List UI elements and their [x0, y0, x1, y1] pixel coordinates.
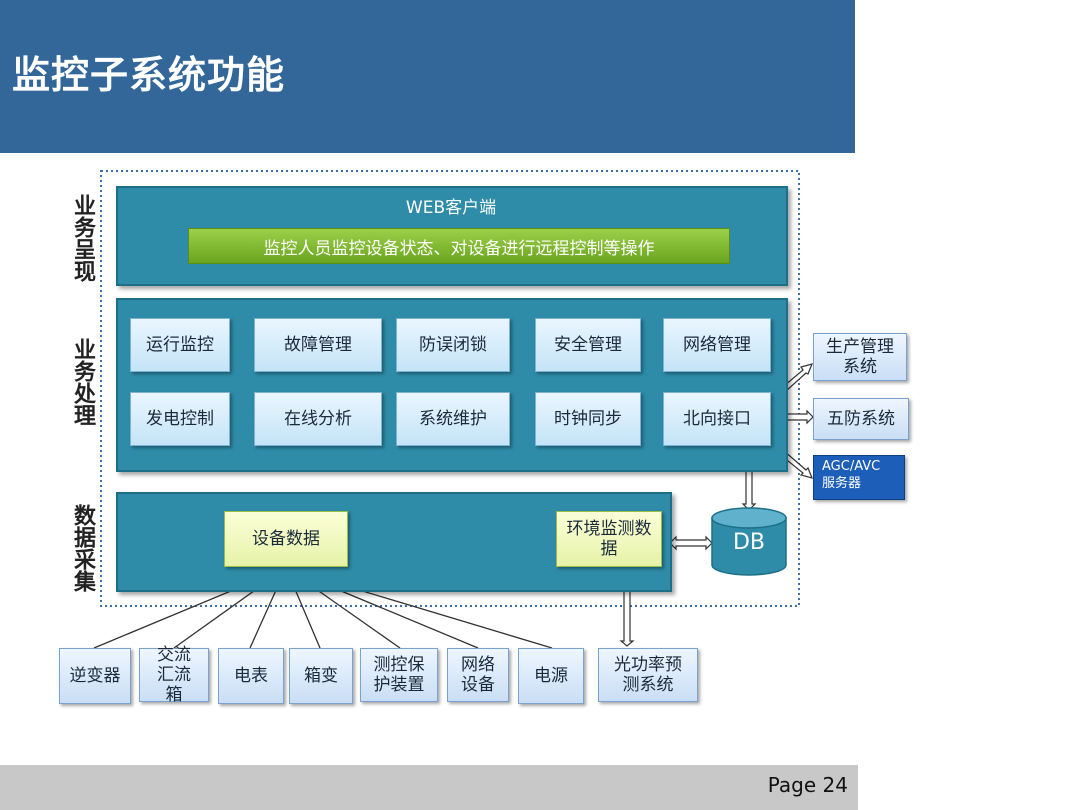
- footer-bar: Page 24: [0, 765, 858, 810]
- device-box: 电表: [218, 648, 284, 704]
- function-box: 安全管理: [535, 318, 641, 372]
- outer-frame: [100, 170, 800, 607]
- db-label: DB: [732, 530, 766, 555]
- device-box: 箱变: [289, 648, 353, 704]
- device-box: 测控保护装置: [360, 648, 438, 702]
- function-box: 在线分析: [254, 392, 382, 446]
- layer-label-processing: 业务处理: [70, 338, 95, 426]
- function-box: 时钟同步: [535, 392, 641, 446]
- function-box: 防误闭锁: [396, 318, 510, 372]
- function-box: 系统维护: [396, 392, 510, 446]
- function-box: 发电控制: [130, 392, 230, 446]
- agc-avc-server: AGC/AVC 服务器: [813, 455, 905, 500]
- page-number: Page 24: [767, 773, 848, 797]
- function-box: 运行监控: [130, 318, 230, 372]
- device-box: 网络设备: [447, 648, 509, 702]
- web-client-label: WEB客户端: [405, 198, 497, 218]
- device-data-box: 设备数据: [224, 511, 348, 567]
- five-defense-system: 五防系统: [813, 398, 909, 440]
- page-title: 监控子系统功能: [12, 53, 286, 97]
- device-box: 电源: [518, 648, 584, 704]
- device-box: 逆变器: [59, 648, 131, 704]
- power-forecast-system: 光功率预测系统: [598, 648, 698, 702]
- db-cylinder: [711, 507, 787, 576]
- env-monitor-data-box: 环境监测数据: [556, 511, 662, 567]
- title-bar: 监控子系统功能: [0, 0, 855, 153]
- web-client-description: 监控人员监控设备状态、对设备进行远程控制等操作: [188, 228, 730, 264]
- production-management-system: 生产管理系统: [813, 333, 907, 381]
- layer-label-collection: 数据采集: [70, 504, 95, 592]
- function-box: 网络管理: [663, 318, 771, 372]
- agc-server-label: 服务器: [822, 476, 862, 491]
- agc-label: AGC/AVC: [822, 459, 881, 474]
- device-box: 交流汇流箱: [139, 645, 209, 705]
- north-interface-box: 北向接口: [663, 392, 771, 446]
- layer-label-presentation: 业务呈现: [70, 194, 95, 282]
- function-box: 故障管理: [254, 318, 382, 372]
